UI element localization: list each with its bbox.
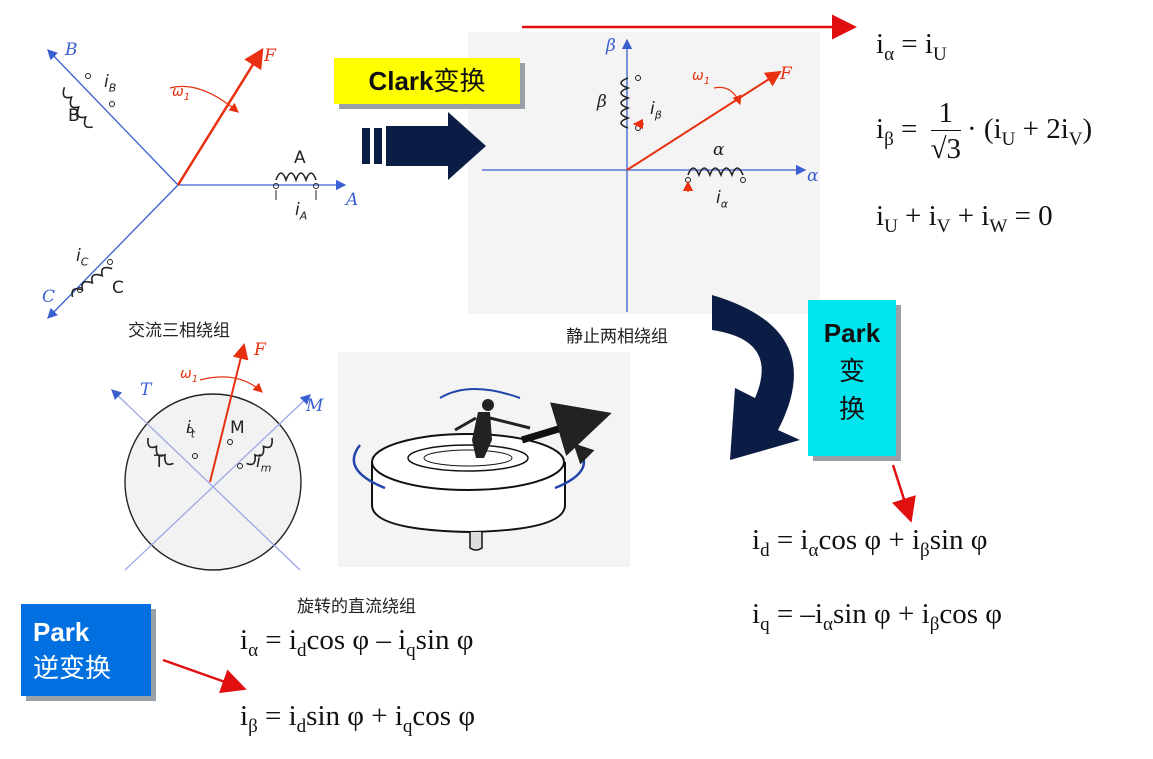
label-axis-a: A [346, 190, 359, 210]
label-current-beta: iβ [650, 99, 662, 122]
label-omega: ω1 [180, 366, 199, 385]
label-coil-beta: β [597, 92, 607, 112]
coil-a [275, 172, 317, 183]
rotation-arrow [713, 86, 742, 106]
clark-eq-sum: iU + iV + iW = 0 [876, 200, 1053, 237]
label-axis-beta: β [606, 36, 616, 56]
coil-b [62, 87, 93, 129]
pointer-to-inverse-eq [162, 658, 247, 694]
label-coil-a: A [294, 148, 306, 168]
spinning-platform-illustration [338, 352, 630, 567]
label-omega: ω1 [692, 68, 711, 87]
park-eq-d: id = iαcos φ + iβsin φ [752, 524, 988, 561]
label-coil-m: M [230, 418, 245, 438]
clark-transform-box: Clark变换 [334, 58, 520, 104]
label-axis-b: B [65, 40, 78, 60]
axis-m [124, 394, 311, 571]
flux-vector-f [209, 343, 249, 483]
label-axis-t: T [140, 380, 152, 400]
label-current-c: iC [76, 246, 89, 269]
label-omega: ω1 [172, 84, 191, 103]
abc-diagram [47, 47, 347, 319]
caption-three-phase: 交流三相绕组 [128, 321, 230, 341]
label-flux-f: F [264, 46, 276, 66]
label-coil-alpha: α [713, 140, 725, 160]
clark-transform-arrow [362, 112, 486, 180]
rotation-arrow [199, 376, 263, 393]
label-current-alpha: iα [716, 188, 728, 211]
label-current-m: im [256, 452, 272, 475]
pointer-to-park-eq [891, 464, 916, 523]
label-coil-b: B [68, 106, 80, 126]
coil-m [246, 437, 273, 466]
label-current-a: iA [295, 200, 308, 223]
rotor-circle [124, 393, 302, 571]
alpha-beta-panel [468, 32, 820, 314]
park-eq-q: iq = –iαsin φ + iβcos φ [752, 598, 1003, 635]
alpha-beta-diagram [482, 38, 807, 312]
label-current-b: iB [104, 72, 117, 95]
rotation-arrow [169, 85, 239, 113]
coil-t [147, 437, 174, 466]
flux-vector-f [176, 47, 264, 186]
label-coil-c: C [112, 278, 124, 298]
axis-t [111, 389, 301, 571]
caption-two-phase: 静止两相绕组 [566, 327, 668, 347]
label-coil-t: T [154, 452, 165, 472]
mt-diagram [111, 343, 311, 571]
label-axis-c: C [42, 287, 56, 307]
park-transform-arrow [712, 295, 800, 460]
park-transform-box: Park 变 换 [808, 300, 896, 456]
flux-vector-f [626, 70, 782, 171]
coil-alpha [687, 167, 744, 178]
inverse-eq-beta: iβ = idsin φ + iqcos φ [240, 700, 476, 737]
label-flux-f: F [254, 340, 266, 360]
caption-rotating: 旋转的直流绕组 [297, 597, 416, 617]
axis-b [47, 49, 179, 186]
coil-c [71, 266, 113, 298]
park-inverse-box: Park 逆变换 [21, 604, 151, 696]
label-current-t: it [186, 418, 196, 441]
label-flux-f: F [780, 64, 792, 84]
coil-beta [620, 77, 631, 129]
inverse-eq-alpha: iα = idcos φ – iqsin φ [240, 624, 474, 661]
label-axis-alpha: α [807, 166, 819, 186]
label-axis-m: M [306, 396, 324, 416]
clark-eq-alpha: iα = iU [876, 28, 947, 65]
clark-eq-beta: iβ = 1√3· (iU + 2iV) [876, 97, 1093, 165]
axis-c [47, 184, 179, 319]
